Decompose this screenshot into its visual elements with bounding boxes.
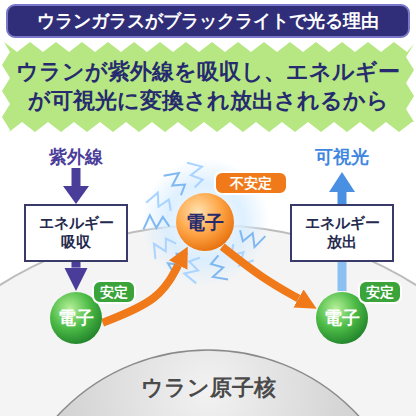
node-label: 不安定: [230, 174, 272, 192]
spark-line: [143, 215, 169, 229]
answer-burst: ウランが紫外線を吸収し、エネルギーが可視光に変換され放出されるから: [0, 40, 416, 134]
connector-arrow: [222, 247, 298, 299]
node-text: エネルギー 吸収: [34, 214, 118, 253]
unstable-electron: 電子: [175, 192, 235, 252]
stable-tag: 安定: [92, 280, 136, 304]
energy-absorb-box: エネルギー 吸収: [24, 204, 128, 262]
uv-arrow-head: [63, 186, 89, 204]
node-text: 不安定: [230, 174, 272, 192]
node-text: 安定: [366, 283, 394, 301]
burst-shape: [0, 40, 416, 134]
node-text: 電子: [186, 210, 224, 235]
node-text: 安定: [100, 283, 128, 301]
connector-arrow: [72, 262, 81, 268]
unstable-tag: 不安定: [214, 171, 288, 195]
burst-outline: [2, 42, 414, 132]
node-text: ウランが紫外線を吸収し、エネルギーが可視光に変換され放出されるから: [16, 58, 400, 115]
node-label: ウラン原子核: [141, 374, 276, 403]
spark-line: [240, 230, 265, 247]
spark-line: [146, 193, 171, 211]
node-text: 電子: [324, 306, 360, 329]
spark-line: [184, 258, 200, 284]
light-arrow-head: [329, 172, 355, 192]
node-text: エネルギー 放出: [300, 214, 384, 253]
stable-tag: 安定: [358, 280, 402, 304]
node-text: 電子: [58, 306, 94, 329]
spark-line: [164, 173, 185, 195]
node-label: エネルギー 放出: [300, 214, 384, 253]
connector-arrow: [338, 262, 347, 291]
node-label: 電子: [324, 306, 360, 329]
node-label: 電子: [58, 306, 94, 329]
node-label: エネルギー 吸収: [34, 214, 118, 253]
node-label: ウランが紫外線を吸収し、エネルギーが可視光に変換され放出されるから: [16, 58, 400, 115]
node-text: ウラン原子核: [141, 374, 276, 403]
uv-arrow-shaft: [72, 168, 81, 188]
title-text: ウランガラスがブラックライトで光る理由: [37, 9, 379, 33]
node-label: 安定: [366, 283, 394, 301]
electron-circle: [176, 193, 234, 251]
spark-line: [211, 255, 228, 279]
uv-label: 紫外線: [36, 145, 116, 169]
light-arrow-shaft: [338, 190, 347, 204]
spark-line: [154, 239, 176, 260]
visible-light-label: 可視光: [302, 145, 382, 169]
title-bar: ウランガラスがブラックライトで光る理由: [6, 4, 410, 38]
node-label: 電子: [186, 210, 224, 235]
node-label: 安定: [100, 283, 128, 301]
uranium-nucleus: ウラン原子核: [0, 340, 416, 416]
nucleus-circle: [3, 350, 413, 416]
energy-release-box: エネルギー 放出: [290, 204, 394, 262]
spark-line: [187, 163, 203, 188]
